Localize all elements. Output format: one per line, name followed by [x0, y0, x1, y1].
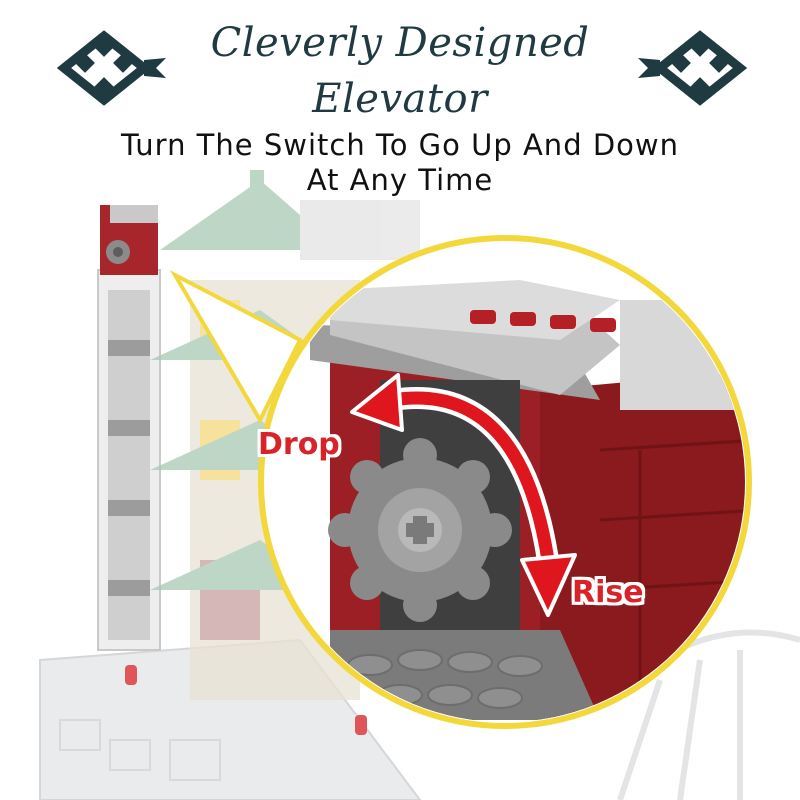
endless-knot-icon — [56, 30, 166, 106]
floor-tiles — [59, 719, 221, 781]
zoom-detail — [265, 242, 745, 722]
endless-knot-icon — [638, 30, 748, 106]
elevator-shaft — [97, 205, 161, 651]
headline-line-2: Elevator — [312, 76, 488, 122]
subheadline-line-1: Turn The Switch To Go Up And Down — [120, 128, 679, 162]
drop-label: Drop — [258, 427, 340, 462]
rise-label: Rise — [572, 575, 644, 610]
zoom-leader — [169, 270, 303, 425]
curved-double-arrow-icon — [350, 373, 577, 617]
lanterns — [125, 665, 367, 735]
headline-line-1: Cleverly Designed — [210, 20, 590, 66]
gear-knob — [328, 438, 512, 622]
subheadline-line-2: At Any Time — [306, 163, 494, 197]
